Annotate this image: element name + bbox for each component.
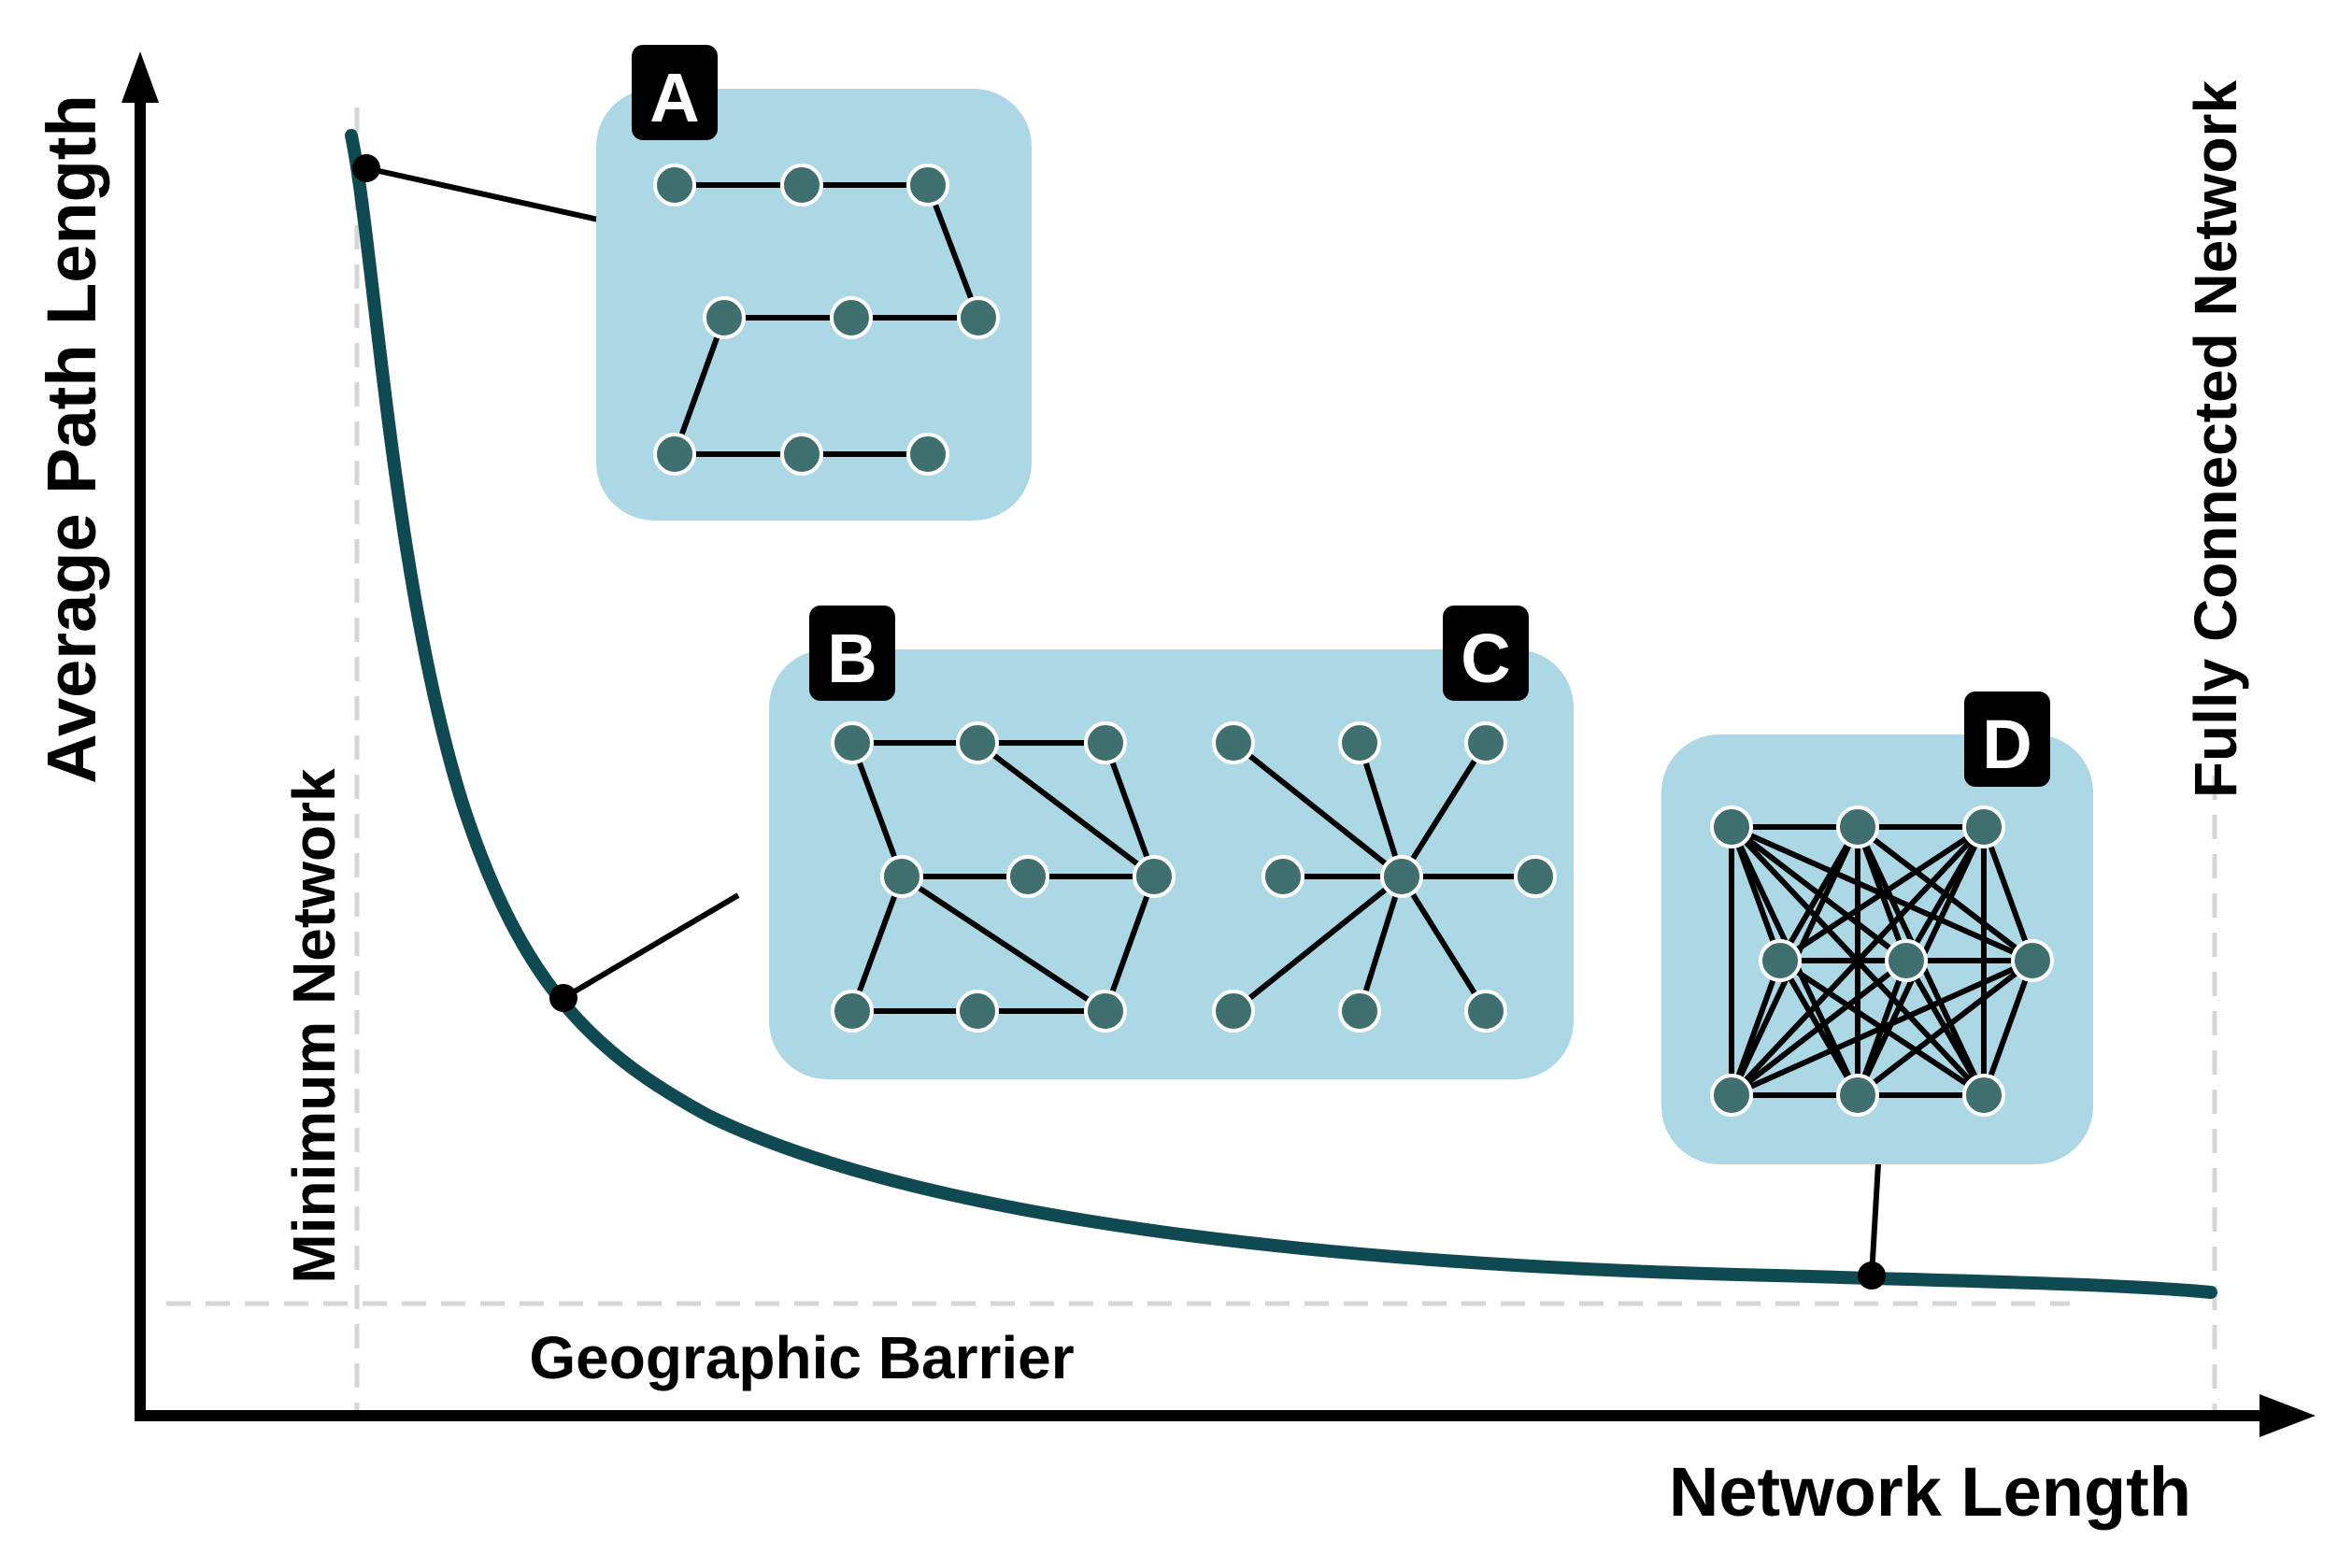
- network-d-edge: [1981, 825, 2035, 962]
- network-d-edge: [1730, 958, 2034, 1098]
- network-c-edge: [1232, 874, 1404, 1014]
- network-d-node: [1759, 939, 1802, 982]
- leader-line-a: [365, 165, 599, 222]
- network-d-edge: [1730, 958, 1908, 1098]
- network-b-node: [956, 990, 999, 1033]
- network-a-node: [906, 164, 949, 207]
- badge-b: B: [809, 606, 895, 701]
- network-a-node: [780, 164, 823, 207]
- network-b-edge: [849, 741, 905, 878]
- network-d-node: [2011, 939, 2054, 982]
- y-axis-arrowhead: [121, 51, 159, 103]
- curve-marker-bc: [549, 984, 577, 1012]
- network-c-node: [1464, 990, 1507, 1033]
- network-d-node: [1962, 805, 2005, 848]
- network-a-node: [703, 296, 746, 339]
- geographic-barrier-label: Geographic Barrier: [529, 1324, 1074, 1391]
- network-b-edge: [1103, 875, 1157, 1013]
- network-d-node: [1885, 939, 1928, 982]
- badge-b-label: B: [827, 620, 877, 697]
- network-b-node: [831, 990, 874, 1033]
- network-a-node: [957, 296, 1000, 339]
- network-d-node: [1710, 1074, 1753, 1117]
- network-c-node: [1212, 990, 1255, 1033]
- network-c-node: [1464, 721, 1507, 764]
- network-d-edge: [1729, 959, 1783, 1097]
- network-d-node: [1710, 805, 1753, 848]
- x-axis-label: Network Length: [1669, 1453, 2191, 1531]
- network-c-edge: [1399, 741, 1489, 878]
- network-b-edge: [976, 740, 1156, 879]
- network-a-edge: [672, 316, 727, 456]
- network-c-node: [1380, 855, 1423, 898]
- leader-line-bc: [562, 892, 740, 1001]
- network-c-edge: [1232, 740, 1404, 879]
- x-axis-arrowhead: [2259, 1394, 2316, 1437]
- network-d-node: [1836, 805, 1879, 848]
- network-c-edge: [1357, 742, 1404, 877]
- badge-c-label: C: [1461, 620, 1510, 697]
- network-d-node: [1836, 1074, 1879, 1117]
- network-c-node: [1338, 990, 1381, 1033]
- network-d-edge: [1778, 824, 1986, 963]
- network-a-node: [906, 433, 949, 476]
- network-b-node: [1006, 855, 1049, 898]
- badge-c: C: [1443, 606, 1529, 701]
- badge-a-label: A: [649, 59, 699, 136]
- network-c-edge: [1399, 875, 1489, 1013]
- network-c-node: [1338, 721, 1381, 764]
- badge-d-label: D: [1982, 706, 2031, 783]
- network-b-node: [880, 855, 923, 898]
- leader-line-d: [1869, 1162, 1881, 1276]
- badge-d: D: [1964, 691, 2050, 787]
- network-nodes: [653, 164, 2054, 1117]
- network-b-edge: [1103, 741, 1157, 878]
- network-b-node: [831, 721, 874, 764]
- curve-marker-d: [1858, 1262, 1886, 1290]
- network-d-edge: [1981, 959, 2035, 1097]
- network-b-node: [1084, 990, 1127, 1033]
- network-a-node: [653, 433, 696, 476]
- network-a-edge: [925, 183, 981, 320]
- fully-connected-network-label: Fully Connected Network: [2182, 80, 2249, 799]
- network-a-node: [780, 433, 823, 476]
- network-b-node: [956, 721, 999, 764]
- badge-a: A: [632, 45, 718, 140]
- network-b-node: [1133, 855, 1176, 898]
- network-c-node: [1212, 721, 1255, 764]
- network-b-node: [1084, 721, 1127, 764]
- network-a-node: [653, 164, 696, 207]
- network-a-node: [830, 296, 873, 339]
- network-b-edge: [849, 875, 905, 1013]
- curve-marker-a: [352, 154, 380, 182]
- y-axis-label: Average Path Length: [33, 94, 110, 783]
- minimum-network-label: Minimum Network: [280, 768, 348, 1284]
- network-d-node: [1962, 1074, 2005, 1117]
- network-b-edge: [900, 874, 1107, 1014]
- network-d-edge: [1856, 958, 2034, 1098]
- network-c-node: [1262, 855, 1304, 898]
- network-c-edge: [1357, 876, 1404, 1012]
- network-c-node: [1514, 855, 1557, 898]
- path-length-curve: [345, 129, 2217, 1299]
